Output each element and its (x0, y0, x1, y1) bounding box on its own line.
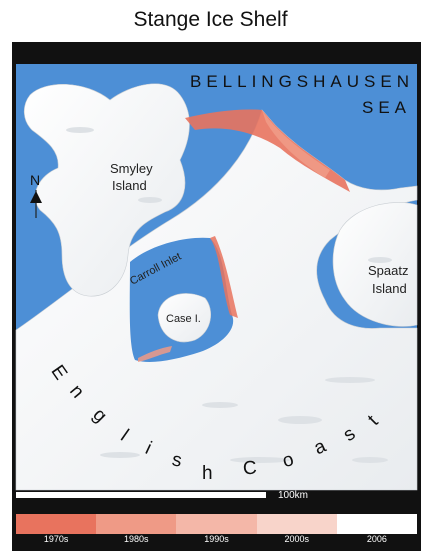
retreat-zone-northeast (262, 110, 330, 178)
retreat-zone-inlet-south (138, 346, 172, 362)
sea-label-line2: SEA (362, 98, 412, 117)
spaatz-island (332, 202, 418, 327)
legend-swatch-2006 (336, 514, 418, 534)
scale-label: 100km (278, 490, 309, 501)
coast-letter: h (202, 463, 213, 484)
smyley-island-label-line1: Smyley (110, 161, 153, 176)
legend-label-2006: 2006 (366, 534, 387, 544)
north-label: N (30, 172, 41, 188)
retreat-zone-inlet-east (210, 236, 238, 318)
coast-letter: C (242, 457, 258, 480)
ice-texture (66, 127, 392, 463)
case-island (157, 293, 212, 343)
legend-labels: 1970s 1980s 1990s 2000s 2006 (16, 534, 417, 548)
smyley-island-label-line2: Island (112, 178, 147, 193)
legend-label-1970s: 1970s (43, 534, 69, 544)
map-title: Stange Ice Shelf (133, 8, 288, 31)
retreat-zone-north (185, 109, 350, 192)
legend-label-1980s: 1980s (124, 534, 149, 544)
spaatz-island-label-line2: Island (372, 281, 407, 296)
legend-swatch-1990s (176, 514, 257, 534)
legend-swatch-1970s (16, 514, 97, 534)
legend-swatch-1980s (96, 514, 177, 534)
smyley-island (23, 83, 190, 297)
legend-label-1990s: 1990s (204, 534, 229, 544)
scale-bar (16, 492, 266, 498)
north-arrow-icon (30, 190, 42, 218)
legend-swatch-2000s (256, 514, 337, 534)
sea-label-line1: BELLINGSHAUSEN (190, 72, 414, 91)
spaatz-island-label-line1: Spaatz (368, 263, 409, 278)
legend-bar (16, 514, 418, 534)
case-island-label: Case I. (166, 313, 201, 325)
legend-label-2000s: 2000s (284, 534, 309, 544)
